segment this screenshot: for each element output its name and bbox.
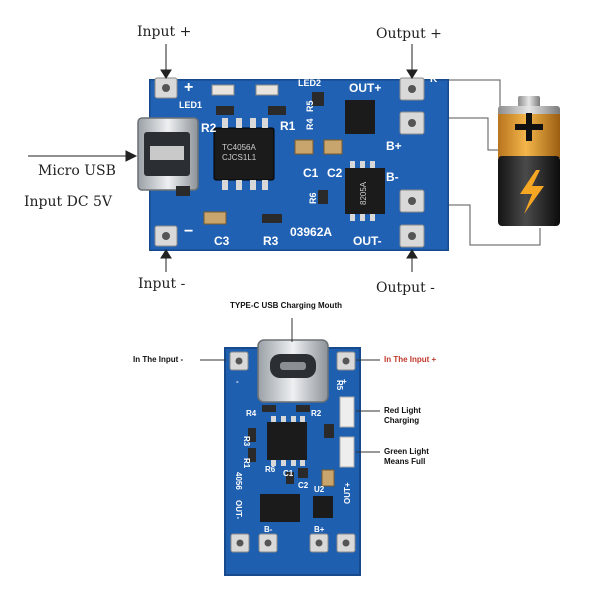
label-micro-usb: Micro USB	[38, 163, 116, 179]
silk-b-out-minus: OUT-	[234, 500, 243, 519]
label-in-minus: In The Input -	[133, 355, 184, 364]
silk-b-minus: B-	[386, 170, 399, 184]
silk-b-r3: R3	[242, 436, 251, 447]
silk-b-b-minus: B-	[264, 525, 273, 534]
protect-ic	[345, 100, 375, 134]
red-led	[339, 396, 355, 428]
silk-b-left-minus: -	[236, 377, 239, 386]
label-in-plus: In The Input +	[384, 355, 437, 364]
smd-components	[176, 84, 343, 225]
silk-k: K	[430, 74, 438, 85]
label-output-plus: Output +	[376, 26, 442, 42]
silk-r5: R5	[305, 100, 315, 112]
bottom-mosfet	[260, 494, 300, 522]
silk-b-r1: R1	[242, 458, 251, 469]
silk-b-r6: R6	[265, 465, 276, 474]
silk-out-minus: OUT-	[353, 234, 382, 248]
top-arrows	[28, 44, 418, 272]
silk-b-b-plus: B+	[314, 525, 325, 534]
silk-out-plus: OUT+	[349, 81, 381, 95]
silk-code: 03962A	[290, 225, 332, 239]
silk-led1: LED1	[179, 100, 202, 110]
silk-r1: R1	[280, 119, 296, 133]
silk-minus-sign: −	[184, 223, 193, 240]
silk-c1: C1	[303, 166, 319, 180]
silk-led2: LED2	[298, 78, 321, 88]
silk-b-r5: R5	[335, 380, 344, 391]
silk-r3: R3	[263, 234, 279, 248]
silk-b-4056: 4056	[234, 472, 243, 490]
label-input-plus: Input +	[137, 24, 192, 40]
silk-r6: R6	[308, 192, 318, 204]
bottom-board: - + R4 R2 R6 C1 C2 U2 B- B+ R3 R1 R5 405…	[200, 318, 380, 576]
label-green-light: Green Light Means Full	[384, 447, 429, 466]
silk-r2: R2	[201, 121, 217, 135]
ic-text-2: CJCS1L1	[222, 153, 257, 162]
silk-b-plus: B+	[386, 139, 402, 153]
mosfet-8205a	[345, 168, 385, 214]
ic-text-1: TC4056A	[222, 143, 256, 152]
label-red-light: Red Light Charging	[384, 406, 421, 425]
silk-b-right-plus: +	[342, 377, 347, 386]
charger-ic	[213, 127, 275, 181]
silk-b-r2: R2	[311, 409, 322, 418]
silk-b-c2: C2	[298, 481, 309, 490]
bottom-charger-ic	[267, 422, 307, 460]
bottom-pointers	[200, 318, 380, 453]
silk-plus-sign: +	[184, 79, 193, 96]
silk-b-r4: R4	[246, 409, 257, 418]
green-led	[339, 436, 355, 468]
silk-c3: C3	[214, 234, 230, 248]
silk-b-u2: U2	[314, 485, 325, 494]
bottom-protect-ic	[313, 496, 333, 518]
mos-text: 8205A	[359, 181, 368, 205]
silk-c2: C2	[327, 166, 343, 180]
label-typec: TYPE-C USB Charging Mouth	[230, 301, 342, 310]
battery-icon	[498, 96, 560, 226]
label-output-minus: Output -	[376, 280, 435, 296]
label-input-minus: Input -	[138, 276, 186, 292]
silk-b-c1: C1	[283, 469, 294, 478]
silk-b-out-plus: OUT+	[343, 482, 352, 504]
silk-r4: R4	[305, 118, 315, 130]
top-board: LED1 LED2 R2 R1 C1 C2 C3 R3 03962A OUT+ …	[28, 44, 560, 272]
label-input-dc: Input DC 5V	[24, 194, 113, 210]
